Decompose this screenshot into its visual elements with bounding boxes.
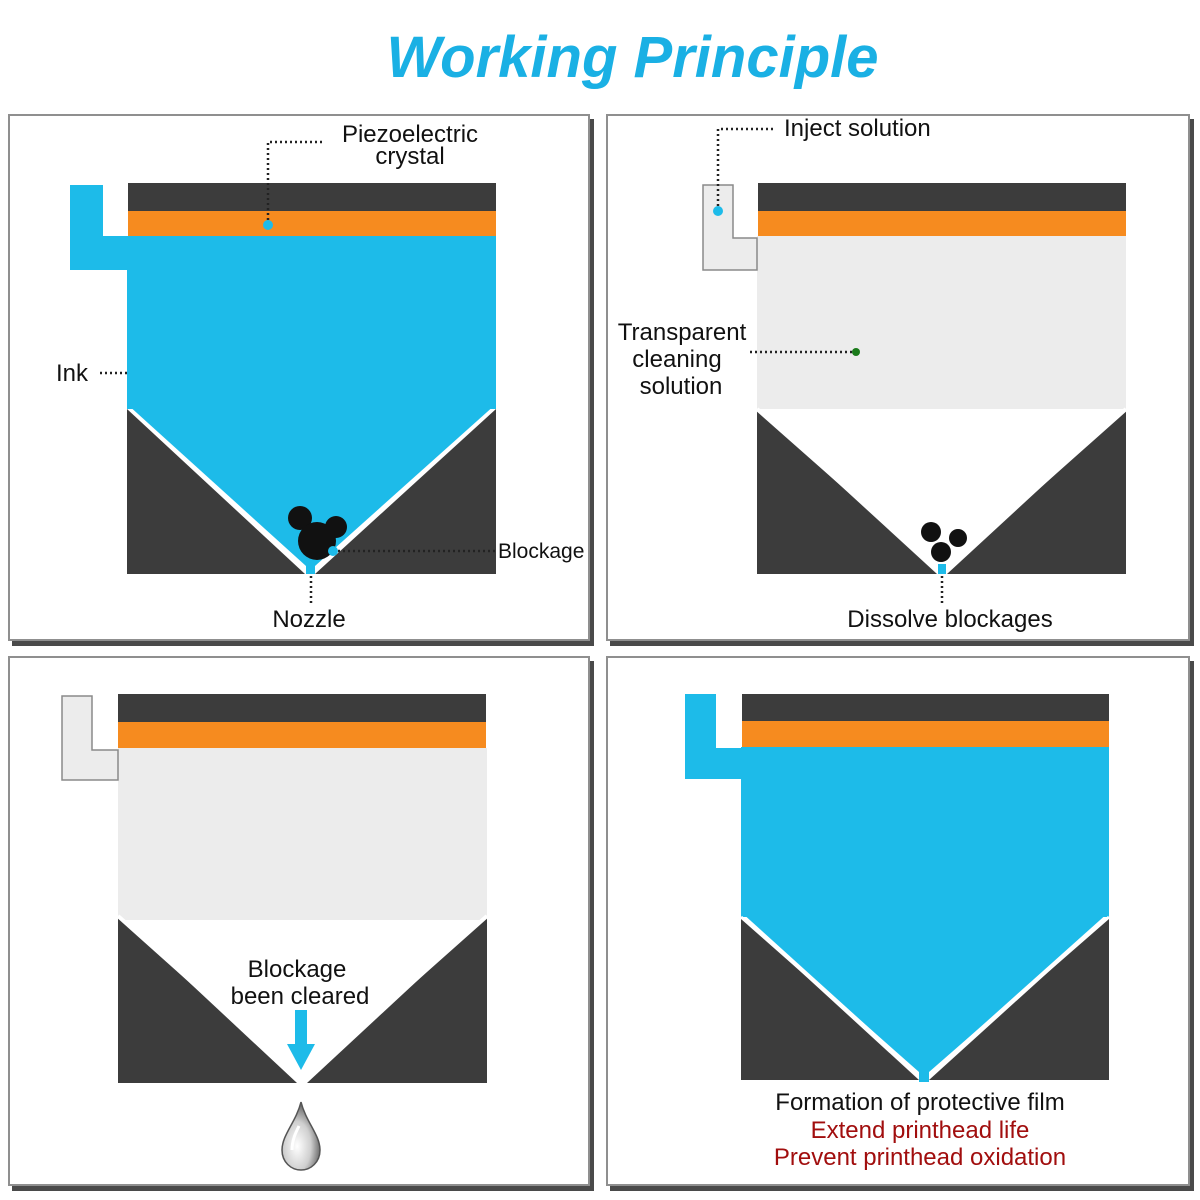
callouts-panel-2	[713, 127, 944, 604]
top-plate	[118, 694, 486, 722]
top-plate	[742, 694, 1109, 721]
label-extend-life: Extend printhead life	[811, 1117, 1030, 1144]
inlet-tube	[702, 184, 758, 271]
chamber-fill	[118, 748, 487, 920]
page-title: Working Principle	[386, 25, 879, 90]
piezo-crystal	[118, 722, 486, 748]
nozzle-opening	[919, 1072, 929, 1082]
label-prevent-oxidation: Prevent printhead oxidation	[774, 1144, 1066, 1171]
printhead-cleared	[61, 694, 489, 1083]
callouts-panel-1	[100, 140, 496, 604]
printhead-ink	[70, 183, 496, 574]
label-cleared-line2: been cleared	[231, 983, 370, 1010]
clog-particles-icon	[921, 522, 967, 562]
label-nozzle: Nozzle	[272, 606, 345, 633]
piezo-crystal	[742, 721, 1109, 747]
housing-left	[127, 409, 305, 574]
down-arrow-icon	[287, 1010, 315, 1070]
top-plate	[758, 183, 1126, 211]
label-protective-film: Formation of protective film	[775, 1089, 1064, 1116]
printhead-solution	[702, 183, 1128, 574]
label-solution-line2: cleaning	[632, 346, 721, 373]
inlet-tube	[61, 695, 119, 781]
label-inject-solution: Inject solution	[784, 115, 931, 142]
inject-callout-dot	[713, 206, 723, 216]
crystal-callout-dot	[263, 220, 273, 230]
nozzle-opening	[938, 564, 946, 574]
label-solution-line1: Transparent	[618, 319, 747, 346]
chamber-fill	[757, 236, 1126, 409]
label-dissolve: Dissolve blockages	[847, 606, 1052, 633]
label-cleared-line1: Blockage	[248, 956, 347, 983]
solution-callout-dot	[852, 348, 860, 356]
droplet-icon	[281, 1101, 321, 1171]
inlet-tube	[685, 694, 741, 779]
inlet-tube	[70, 185, 127, 270]
nozzle-funnel	[127, 404, 496, 566]
piezo-crystal	[128, 211, 496, 236]
label-blockage: Blockage	[498, 540, 584, 563]
blockage-callout-dot	[328, 546, 338, 556]
housing-right	[315, 409, 496, 574]
top-plate	[128, 183, 496, 211]
nozzle-opening	[306, 565, 315, 574]
piezo-crystal	[758, 211, 1126, 236]
chamber-fill	[741, 747, 1109, 917]
clog-particles-icon	[288, 506, 347, 560]
label-solution-line3: solution	[640, 373, 723, 400]
chamber-fill	[127, 236, 496, 409]
label-piezo-line2: crystal	[375, 143, 444, 170]
label-ink: Ink	[56, 360, 89, 387]
printhead-protected	[685, 694, 1110, 1082]
nozzle-funnel	[741, 912, 1109, 1073]
label-piezo-line1: Piezoelectric	[342, 121, 478, 148]
inject-callout-line	[716, 127, 776, 211]
